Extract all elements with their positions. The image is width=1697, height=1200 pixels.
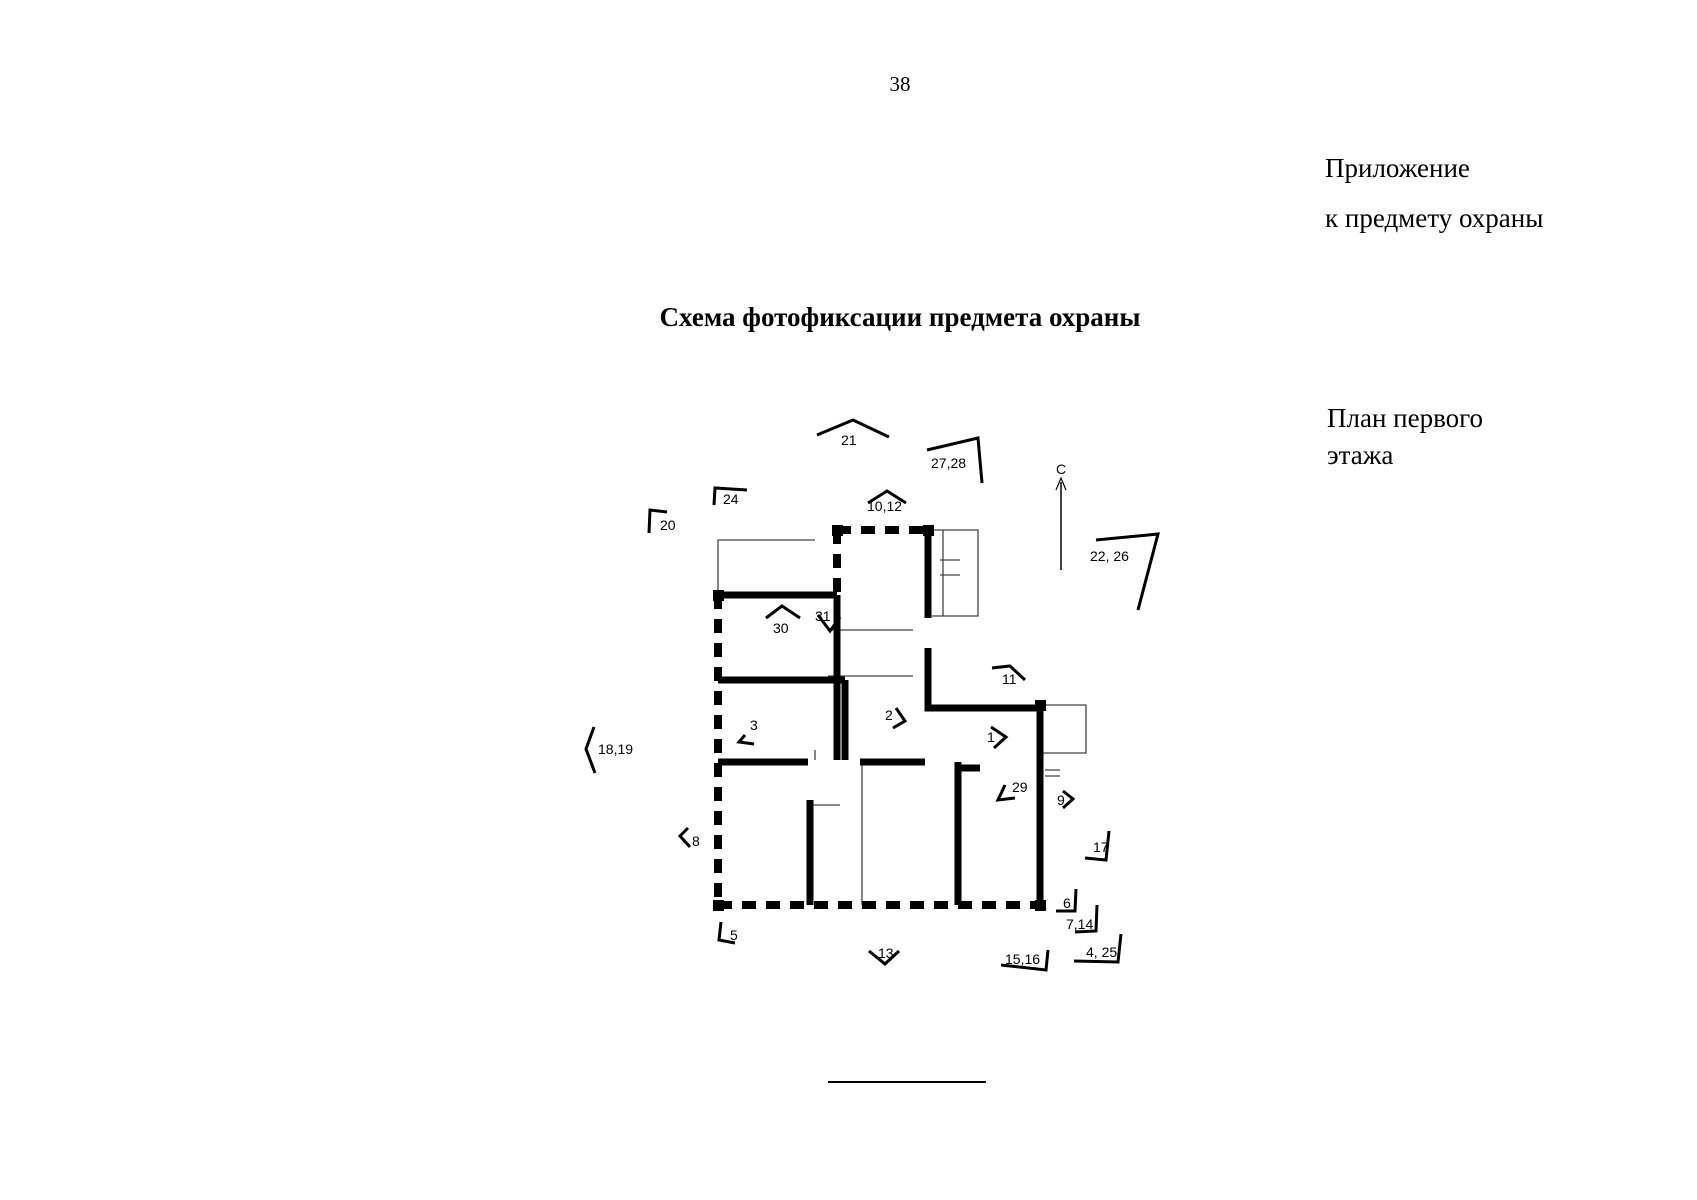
viewpoint-marker-13 xyxy=(868,949,901,966)
viewpoint-label-4-25: 4, 25 xyxy=(1086,944,1117,960)
viewpoint-label-18-19: 18,19 xyxy=(598,741,633,757)
viewpoint-label-31: 31 xyxy=(815,608,831,624)
viewpoint-marker-30 xyxy=(765,604,801,620)
viewpoint-marker-4-25 xyxy=(1073,933,1123,964)
viewpoint-label-2: 2 xyxy=(885,707,893,723)
north-label: С xyxy=(1056,461,1066,477)
appendix-line-2: к предмету охраны xyxy=(1325,203,1544,233)
viewpoint-label-15-16: 15,16 xyxy=(1005,951,1040,967)
viewpoint-label-10-12: 10,12 xyxy=(867,498,902,514)
viewpoint-label-5: 5 xyxy=(730,927,738,943)
document-title: Схема фотофиксации предмета охраны xyxy=(659,302,1141,332)
viewpoint-label-6: 6 xyxy=(1063,895,1071,911)
viewpoint-label-11: 11 xyxy=(1002,671,1017,687)
viewpoint-label-9: 9 xyxy=(1057,792,1065,808)
plan-caption-line-1: План первого xyxy=(1327,403,1484,433)
plan-outer-walls-dashed xyxy=(714,526,1040,909)
viewpoint-label-27-28: 27,28 xyxy=(931,455,966,471)
viewpoint-label-13: 13 xyxy=(878,945,894,961)
viewpoint-marker-20 xyxy=(647,508,668,534)
viewpoint-marker-22-26 xyxy=(1095,532,1160,611)
plan-corner-posts xyxy=(713,525,1046,911)
viewpoint-label-30: 30 xyxy=(773,620,789,636)
viewpoint-marker-24 xyxy=(712,486,748,506)
page-number: 38 xyxy=(889,72,911,96)
viewpoint-marker-21 xyxy=(816,418,890,439)
viewpoint-marker-11 xyxy=(991,664,1027,682)
viewpoint-label-22-26: 22, 26 xyxy=(1090,548,1129,564)
viewpoint-marker-2 xyxy=(892,707,908,730)
viewpoint-marker-9 xyxy=(1061,789,1076,810)
viewpoint-label-8: 8 xyxy=(692,833,700,849)
viewpoint-label-24: 24 xyxy=(723,491,739,507)
viewpoint-label-1: 1 xyxy=(987,729,995,745)
viewpoint-label-17: 17 xyxy=(1093,839,1109,855)
footer-rule xyxy=(828,1081,986,1083)
viewpoint-marker-10-12 xyxy=(867,489,907,505)
viewpoint-marker-5 xyxy=(717,921,736,945)
viewpoint-marker-7-14 xyxy=(1074,904,1099,934)
plan-solid-walls xyxy=(718,530,1044,905)
viewpoint-marker-29 xyxy=(995,784,1016,802)
viewpoint-labels: 21 27,28 24 20 10,12 22, 26 30 31 11 2 3… xyxy=(598,432,1129,967)
viewpoint-marker-8 xyxy=(677,826,692,849)
viewpoint-marker-17 xyxy=(1084,830,1111,862)
viewpoint-marker-3 xyxy=(736,734,755,746)
viewpoint-label-21: 21 xyxy=(841,432,857,448)
viewpoint-marker-1 xyxy=(990,725,1009,750)
viewpoint-marker-27-28 xyxy=(926,436,984,484)
appendix-line-1: Приложение xyxy=(1325,153,1470,183)
viewpoint-marker-6 xyxy=(1056,888,1078,913)
plan-caption: План первого этажа xyxy=(1327,400,1483,474)
appendix-note: Приложение к предмету охраны xyxy=(1325,143,1543,243)
viewpoint-marker-15-16 xyxy=(1000,949,1050,972)
plan-caption-line-2: этажа xyxy=(1327,440,1394,470)
viewpoint-label-20: 20 xyxy=(660,517,676,533)
viewpoint-label-29: 29 xyxy=(1012,779,1028,795)
plan-thin-outlines xyxy=(717,529,1087,905)
viewpoint-marker-31 xyxy=(816,614,842,634)
viewpoint-label-3: 3 xyxy=(750,717,758,733)
viewpoint-markers xyxy=(584,418,1160,972)
viewpoint-marker-18-19 xyxy=(584,726,597,774)
north-arrow: С xyxy=(1055,461,1067,570)
viewpoint-label-7-14: 7,14 xyxy=(1066,916,1093,932)
